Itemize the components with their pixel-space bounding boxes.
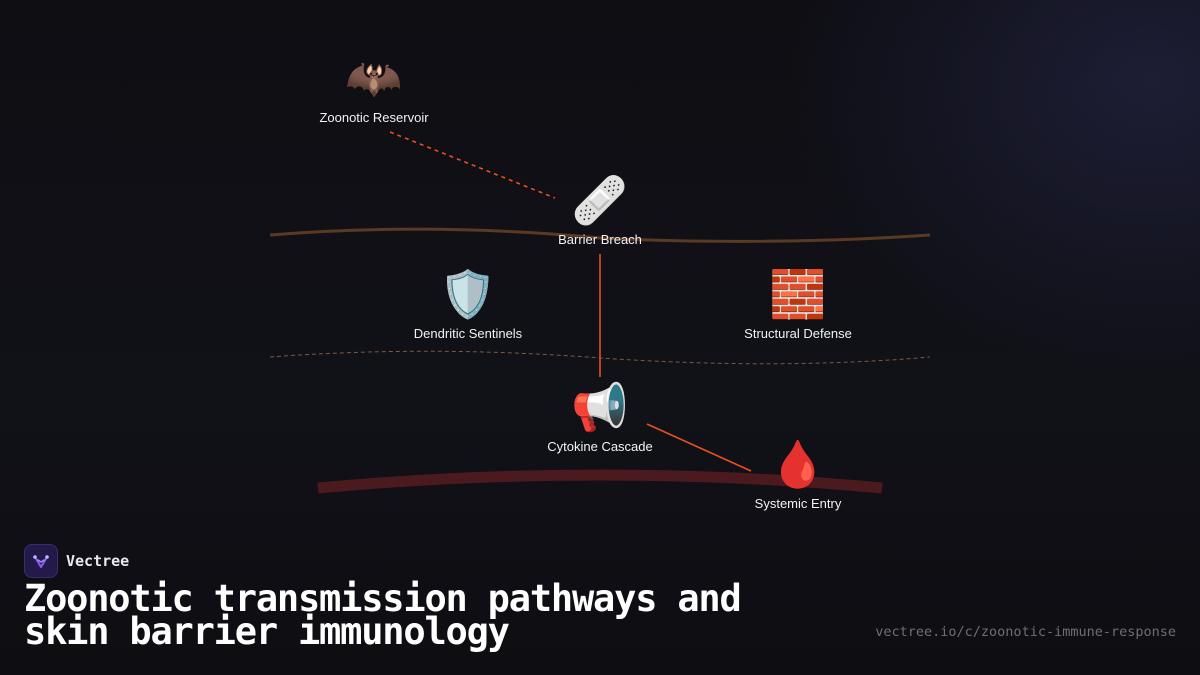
brand[interactable]: Vectree — [24, 544, 129, 578]
node-dendritic-sentinels[interactable]: 🛡️ Dendritic Sentinels — [383, 264, 553, 341]
node-label: Structural Defense — [744, 326, 852, 341]
skin-surface-line — [269, 227, 931, 243]
node-cytokine-cascade[interactable]: 📢 Cytokine Cascade — [515, 377, 685, 454]
source-url[interactable]: vectree.io/c/zoonotic-immune-response — [875, 624, 1176, 640]
node-systemic-entry[interactable]: 🩸 Systemic Entry — [713, 434, 883, 511]
vectree-logo-icon — [24, 544, 58, 578]
megaphone-icon: 📢 — [571, 380, 629, 434]
bandage-icon: 🩹 — [571, 173, 629, 227]
node-barrier-breach[interactable]: 🩹 Barrier Breach — [515, 170, 685, 247]
blood-vessel-layer — [317, 469, 883, 494]
brand-name: Vectree — [66, 552, 130, 570]
brick-wall-icon: 🧱 — [769, 267, 827, 321]
node-label: Systemic Entry — [754, 496, 842, 511]
blood-drop-icon: 🩸 — [769, 437, 827, 491]
node-label: Zoonotic Reservoir — [319, 110, 429, 125]
node-zoonotic-reservoir[interactable]: 🦇 Zoonotic Reservoir — [289, 48, 459, 125]
node-label: Dendritic Sentinels — [413, 326, 523, 341]
link-reservoir-to-breach — [389, 131, 556, 199]
node-label: Barrier Breach — [558, 232, 642, 247]
shield-icon: 🛡️ — [439, 267, 497, 321]
bat-icon: 🦇 — [345, 51, 403, 105]
node-structural-defense[interactable]: 🧱 Structural Defense — [713, 264, 883, 341]
node-label: Cytokine Cascade — [547, 439, 653, 454]
page-title: Zoonotic transmission pathways and skin … — [24, 577, 742, 653]
link-cytokine-to-systemic — [646, 423, 752, 472]
